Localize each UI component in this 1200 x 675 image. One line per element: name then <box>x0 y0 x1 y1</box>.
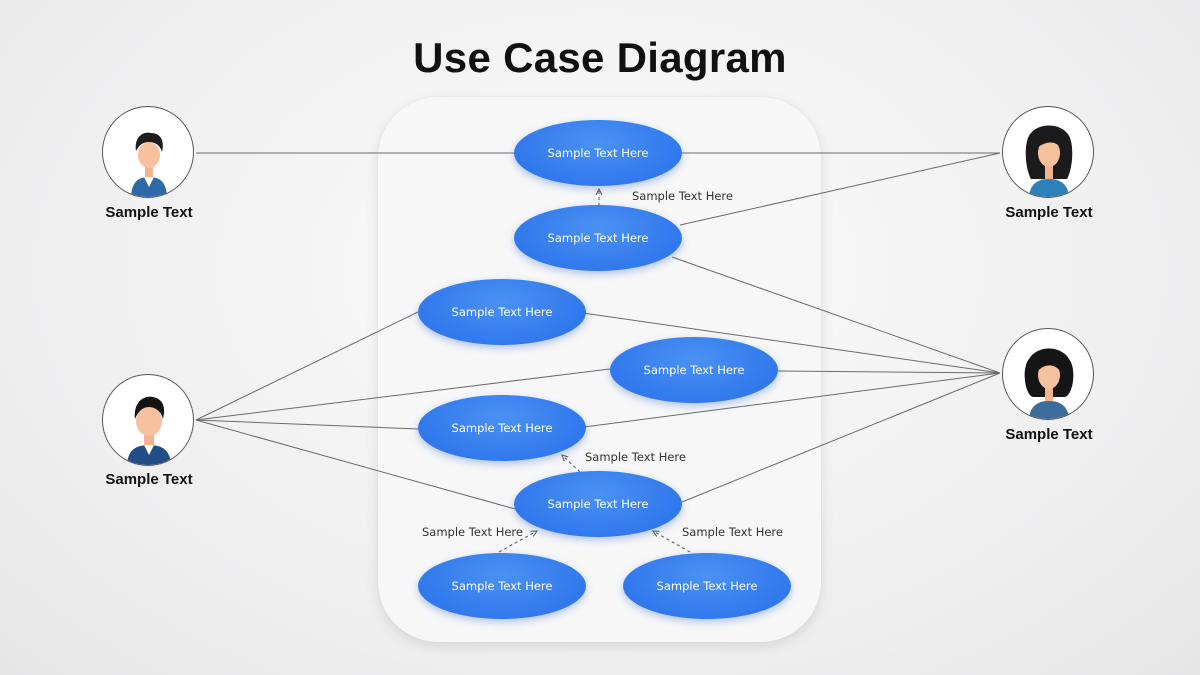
man-avatar-icon <box>127 396 171 465</box>
actor-label-mid-right: Sample Text <box>1005 426 1093 443</box>
actor-label-top-right: Sample Text <box>1005 204 1093 221</box>
assoc-line <box>777 370 1001 374</box>
woman-avatar-icon <box>1025 125 1073 197</box>
assoc-line <box>671 256 1001 374</box>
actor-label-top-left: Sample Text <box>105 204 193 221</box>
page-title: Use Case Diagram <box>413 34 787 81</box>
assoc-line <box>582 312 1001 374</box>
dependency-arrow <box>653 531 691 553</box>
assoc-line <box>679 152 1001 226</box>
assoc-line <box>195 368 611 421</box>
assoc-line <box>583 372 1001 428</box>
use-case-2: Sample Text Here <box>514 205 682 271</box>
use-case-1: Sample Text Here <box>514 120 682 186</box>
actor-label-mid-left: Sample Text <box>105 471 193 488</box>
actor-avatar-mid-right <box>1002 328 1094 420</box>
relation-label-4: Sample Text Here <box>682 525 783 539</box>
relation-label-2: Sample Text Here <box>585 450 686 464</box>
assoc-line <box>195 419 516 510</box>
use-case-7: Sample Text Here <box>418 553 586 619</box>
man-avatar-icon <box>131 132 167 197</box>
actor-avatar-mid-left <box>102 374 194 466</box>
relation-label-3: Sample Text Here <box>422 525 523 539</box>
use-case-4: Sample Text Here <box>610 337 778 403</box>
dependency-arrow <box>562 455 581 473</box>
woman-avatar-icon <box>1024 348 1074 419</box>
assoc-line <box>195 311 419 421</box>
use-case-3: Sample Text Here <box>418 279 586 345</box>
relation-label-1: Sample Text Here <box>632 189 733 203</box>
assoc-line <box>681 372 1001 503</box>
use-case-5: Sample Text Here <box>418 395 586 461</box>
use-case-8: Sample Text Here <box>623 553 791 619</box>
use-case-6: Sample Text Here <box>514 471 682 537</box>
actor-avatar-top-left <box>102 106 194 198</box>
dependency-arrow <box>498 531 537 553</box>
assoc-line <box>195 419 419 430</box>
actor-avatar-top-right <box>1002 106 1094 198</box>
